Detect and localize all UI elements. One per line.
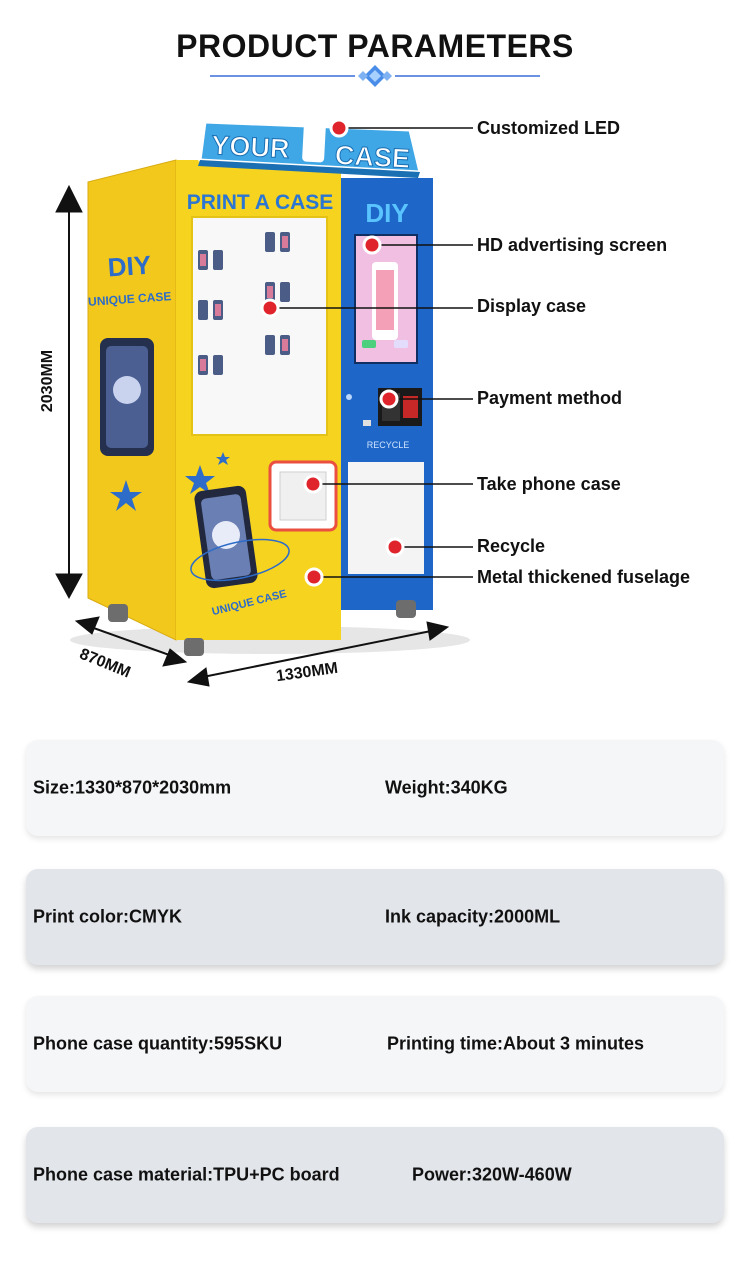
callout-dots	[260, 118, 405, 587]
recycle-text: RECYCLE	[367, 440, 410, 450]
side-panel-unique-case: UNIQUE CASE	[88, 289, 172, 309]
callout-recycle: Recycle	[477, 536, 546, 556]
callout-dot-payment	[379, 389, 399, 409]
callout-display-case: Display case	[477, 296, 587, 316]
depth-arrow	[74, 616, 188, 667]
callout-take-phone-case: Take phone case	[477, 474, 621, 494]
spec-weight: Weight:340KG	[385, 777, 508, 798]
callout-payment-method: Payment method	[477, 388, 623, 408]
side-panel-diy: DIY	[107, 250, 152, 283]
spec-card: Phone case quantity:595SKU Printing time…	[26, 996, 724, 1092]
callout-dot-display	[260, 298, 280, 318]
machine-wheels	[108, 600, 416, 656]
callout-customized-led: Customized LED	[477, 118, 621, 138]
callout-dot-fuselage	[304, 567, 324, 587]
height-arrow	[55, 184, 83, 600]
led-sign-your: YOUR	[211, 130, 290, 164]
title-divider	[210, 65, 540, 87]
spec-power: Power:320W-460W	[412, 1164, 572, 1185]
spec-ink-capacity: Ink capacity:2000ML	[385, 906, 561, 927]
spec-case-material: Phone case material:TPU+PC board	[33, 1164, 340, 1185]
callout-lines	[270, 127, 473, 578]
print-a-case-title: PRINT A CASE	[187, 191, 334, 214]
spec-card: Size:1330*870*2030mm Weight:340KG	[26, 740, 724, 836]
width-arrow	[186, 621, 450, 687]
side-star-icon	[110, 480, 142, 511]
dimension-height: 2030MM	[39, 349, 56, 413]
front-star-icon	[185, 465, 215, 494]
blue-panel-diy: DIY	[365, 198, 408, 228]
spec-card: Phone case material:TPU+PC board Power:3…	[26, 1127, 724, 1223]
callout-hd-screen: HD advertising screen	[477, 235, 668, 255]
spec-size: Size:1330*870*2030mm	[33, 777, 232, 798]
led-sign-case: CASE	[334, 140, 410, 174]
callout-dot-take	[303, 474, 323, 494]
callout-dot-screen	[362, 235, 382, 255]
recycle-bin-window	[348, 462, 424, 574]
vending-machine-illustration: DIY UNIQUE CASE PRINT A CASE UNIQUE CASE…	[55, 118, 473, 687]
spec-card: Print color:CMYK Ink capacity:2000ML	[26, 869, 724, 965]
callout-metal-fuselage: Metal thickened fuselage	[477, 567, 691, 587]
spec-print-color: Print color:CMYK	[33, 906, 183, 927]
page-title: PRODUCT PARAMETERS	[176, 28, 574, 64]
spec-case-quantity: Phone case quantity:595SKU	[33, 1033, 283, 1054]
spec-printing-time: Printing time:About 3 minutes	[387, 1033, 645, 1054]
callout-dot-led	[329, 118, 349, 138]
display-case-window	[191, 216, 328, 436]
callout-dot-recycle	[385, 537, 405, 557]
